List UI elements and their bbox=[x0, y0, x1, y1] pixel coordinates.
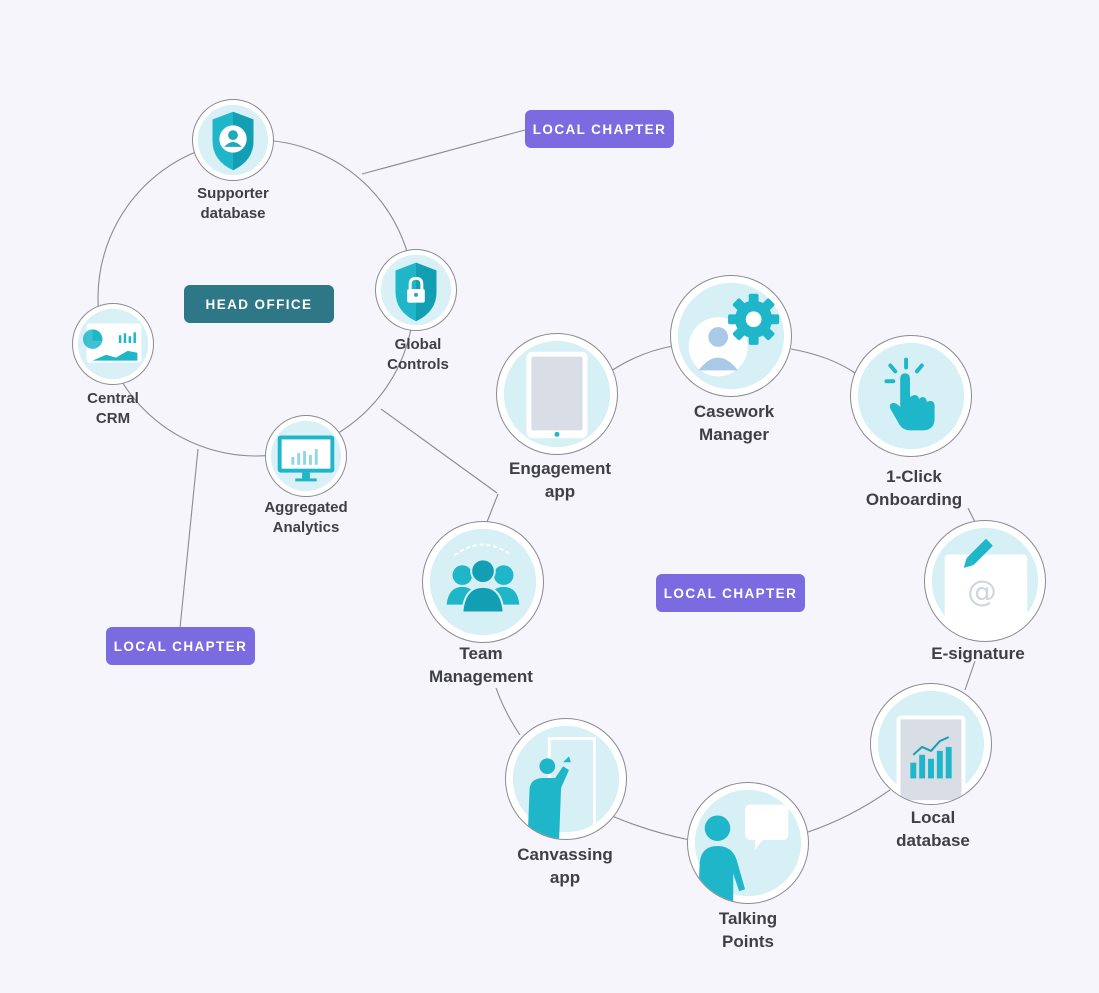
label-line: app bbox=[544, 481, 576, 501]
one-click-onboarding-label: 1-Click Onboarding bbox=[866, 466, 962, 512]
label-line: Talking bbox=[718, 909, 778, 928]
tap-hand-icon bbox=[857, 342, 965, 450]
local-chapter-tag-left: LOCAL CHAPTER bbox=[106, 627, 255, 665]
label-line: Team bbox=[459, 644, 503, 663]
svg-text:@: @ bbox=[967, 575, 997, 609]
label-line: database bbox=[896, 830, 970, 850]
speech-person-icon bbox=[694, 789, 802, 903]
global-controls-label: Global Controls bbox=[387, 335, 449, 376]
label-line: Engagement bbox=[508, 459, 612, 478]
tablet-icon bbox=[503, 340, 611, 448]
team-management-node bbox=[422, 521, 544, 643]
e-signature-label: E-signature bbox=[931, 643, 1025, 666]
bar-chart-icon bbox=[877, 690, 985, 804]
casework-manager-node bbox=[670, 275, 792, 397]
local-chapter-tag-top: LOCAL CHAPTER bbox=[525, 110, 674, 148]
presenter-icon bbox=[512, 725, 620, 839]
shield-lock-icon bbox=[380, 254, 452, 326]
label-line: Aggregated bbox=[264, 499, 348, 516]
dashboard-chart-icon bbox=[77, 308, 149, 380]
engagement-app-node bbox=[496, 333, 618, 455]
label-line: Onboarding bbox=[865, 489, 963, 509]
one-click-onboarding-node bbox=[850, 335, 972, 457]
label-line: Casework bbox=[693, 402, 775, 421]
label-line: E-signature bbox=[931, 644, 1025, 663]
canvassing-app-label: Canvassing app bbox=[517, 844, 612, 890]
label-line: Central bbox=[87, 390, 139, 407]
central-crm-node bbox=[72, 303, 154, 385]
aggregated-analytics-label: Aggregated Analytics bbox=[264, 498, 347, 539]
talking-points-label: Talking Points bbox=[719, 908, 777, 954]
label-line: Manager bbox=[699, 424, 769, 444]
label-line: Analytics bbox=[272, 519, 340, 537]
label-line: Local bbox=[910, 808, 956, 827]
label-line: Controls bbox=[387, 356, 449, 374]
user-gear-icon bbox=[677, 282, 785, 390]
label-line: app bbox=[549, 867, 581, 887]
pencil-at-icon: @ bbox=[931, 527, 1039, 640]
aggregated-analytics-node bbox=[265, 415, 347, 497]
head-office-tag: HEAD OFFICE bbox=[184, 285, 334, 323]
label-line: Points bbox=[722, 931, 774, 951]
shield-user-icon bbox=[197, 104, 269, 176]
supporter-database-node bbox=[192, 99, 274, 181]
local-database-node bbox=[870, 683, 992, 805]
talking-points-node bbox=[687, 782, 809, 904]
monitor-chart-icon bbox=[270, 420, 342, 492]
casework-manager-label: Casework Manager bbox=[694, 401, 774, 447]
label-line: Management bbox=[429, 666, 533, 686]
label-line: database bbox=[200, 205, 266, 223]
global-controls-node bbox=[375, 249, 457, 331]
label-line: Global bbox=[394, 336, 442, 353]
label-line: Canvassing bbox=[517, 845, 613, 864]
label-line: CRM bbox=[95, 410, 131, 428]
team-icon bbox=[429, 528, 537, 636]
supporter-database-label: Supporter database bbox=[197, 184, 269, 225]
engagement-app-label: Engagement app bbox=[509, 458, 611, 504]
e-signature-node: @ bbox=[924, 520, 1046, 642]
local-chapter-tag-center: LOCAL CHAPTER bbox=[656, 574, 805, 612]
central-crm-label: Central CRM bbox=[87, 389, 139, 430]
label-line: Supporter bbox=[197, 185, 269, 202]
local-database-label: Local database bbox=[896, 807, 970, 853]
label-line: 1-Click bbox=[886, 467, 942, 486]
canvassing-app-node bbox=[505, 718, 627, 840]
team-management-label: Team Management bbox=[429, 643, 533, 689]
